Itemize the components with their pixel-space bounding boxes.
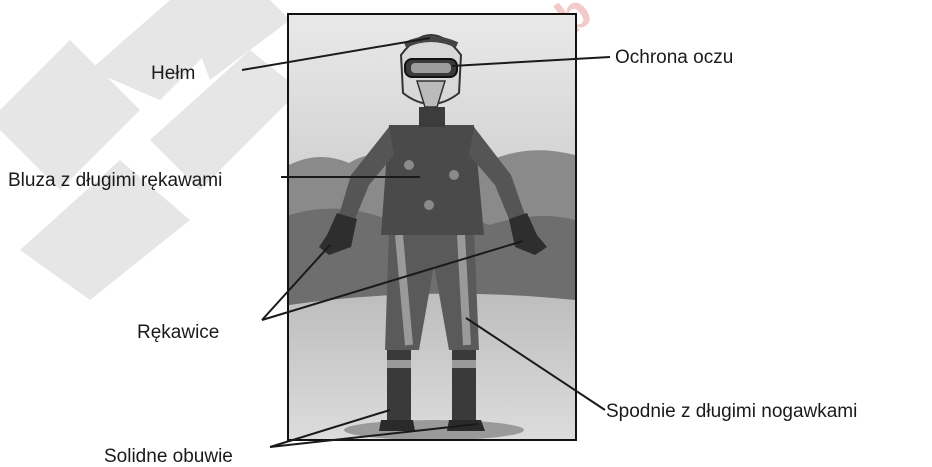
label-goggles: Ochrona oczu bbox=[615, 48, 733, 67]
left-boot-sole bbox=[379, 420, 415, 431]
goggle-lens bbox=[411, 63, 451, 73]
label-pants: Spodnie z długimi nogawkami bbox=[606, 402, 857, 421]
jersey-dot bbox=[424, 200, 434, 210]
jersey-dot bbox=[404, 160, 414, 170]
left-boot bbox=[387, 345, 411, 425]
label-jersey: Bluza z długimi rękawami bbox=[8, 171, 222, 190]
label-helmet: Hełm bbox=[151, 64, 195, 83]
label-boots: Solidne obuwie bbox=[104, 447, 233, 466]
label-gloves: Rękawice bbox=[137, 323, 219, 342]
jersey bbox=[381, 125, 484, 235]
right-boot-strap bbox=[452, 360, 476, 368]
neck-brace bbox=[419, 107, 445, 127]
watermark-gray-shapes bbox=[0, 0, 300, 300]
right-boot-sole bbox=[447, 420, 485, 431]
dirt-ground bbox=[289, 294, 575, 439]
rider-photo bbox=[287, 13, 577, 441]
right-boot bbox=[452, 345, 476, 425]
left-boot-strap bbox=[387, 360, 411, 368]
rider-illustration bbox=[289, 15, 575, 439]
jersey-dot bbox=[449, 170, 459, 180]
